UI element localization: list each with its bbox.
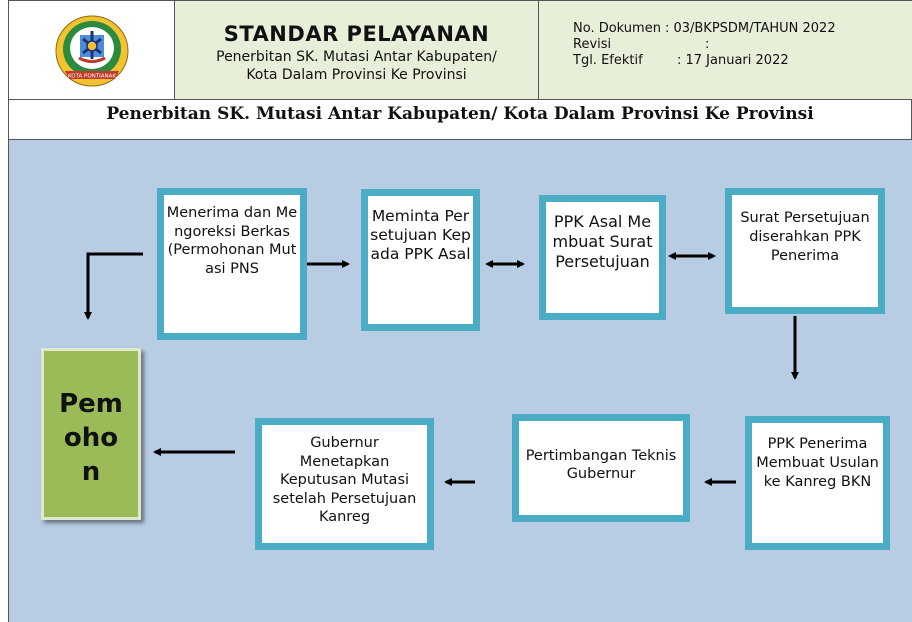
applicant-box: Pemohon xyxy=(41,348,141,520)
revisi-row: Revisi : xyxy=(573,37,912,53)
step-governor-technical-review-text: Pertimbangan Teknis Gubernur xyxy=(525,448,677,482)
document-subtitle: Penerbitan SK. Mutasi Antar Kabupaten/ K… xyxy=(175,48,538,84)
step-governor-technical-review: Pertimbangan Teknis Gubernur xyxy=(512,414,690,522)
title-cell: STANDAR PELAYANAN Penerbitan SK. Mutasi … xyxy=(175,1,539,99)
section-title: Penerbitan SK. Mutasi Antar Kabupaten/ K… xyxy=(8,100,912,140)
logo-cell: KOTA PONTIANAK xyxy=(9,1,175,99)
subtitle-line-1: Penerbitan SK. Mutasi Antar Kabupaten/ xyxy=(216,49,497,65)
step-origin-ppk-approval: PPK Asal Membuat Surat Persetujuan xyxy=(539,195,666,320)
logo-ribbon-text: KOTA PONTIANAK xyxy=(68,74,116,80)
document-title: STANDAR PELAYANAN xyxy=(223,22,490,46)
step-request-approval-text: Meminta Persetujuan Kepada PPK Asal xyxy=(370,207,471,263)
effective-date-value: : 17 Januari 2022 xyxy=(677,53,789,68)
arrow-step1-to-applicant xyxy=(84,252,143,320)
document-header: KOTA PONTIANAK STANDAR PELAYANAN Penerbi… xyxy=(8,0,912,100)
step-receive-documents: Menerima dan Mengoreksi Berkas (Permohon… xyxy=(157,188,307,340)
doc-number-row: No. Dokumen : 03/BKPSDM/TAHUN 2022 xyxy=(573,21,912,37)
step-governor-decree-text: Gubernur Menetapkan Keputusan Mutasi set… xyxy=(272,435,417,525)
kota-pontianak-logo: KOTA PONTIANAK xyxy=(55,15,129,87)
effective-date-label: Tgl. Efektif xyxy=(573,53,643,68)
doc-number-value: : 03/BKPSDM/TAHUN 2022 xyxy=(664,21,836,36)
document-info-cell: No. Dokumen : 03/BKPSDM/TAHUN 2022 Revis… xyxy=(539,1,912,99)
step-origin-ppk-approval-text: PPK Asal Membuat Surat Persetujuan xyxy=(552,212,653,271)
step-request-approval: Meminta Persetujuan Kepada PPK Asal xyxy=(361,189,480,331)
flow-diagram: Menerima dan Mengoreksi Berkas (Permohon… xyxy=(8,140,912,622)
step-receiving-ppk-proposal-text: PPK Penerima Membuat Usulan ke Kanreg BK… xyxy=(756,436,879,490)
step-governor-decree: Gubernur Menetapkan Keputusan Mutasi set… xyxy=(255,418,434,550)
revisi-label: Revisi xyxy=(573,37,612,52)
step-receiving-ppk-proposal: PPK Penerima Membuat Usulan ke Kanreg BK… xyxy=(745,416,890,550)
applicant-label: Pemohon xyxy=(59,389,123,487)
doc-number-label: No. Dokumen xyxy=(573,21,661,36)
subtitle-line-2: Kota Dalam Provinsi Ke Provinsi xyxy=(246,67,467,83)
effective-date-row: Tgl. Efektif : 17 Januari 2022 xyxy=(573,53,912,69)
revisi-value: : xyxy=(705,37,710,52)
document-info: No. Dokumen : 03/BKPSDM/TAHUN 2022 Revis… xyxy=(573,21,912,69)
step-handover-to-receiving-ppk: Surat Persetujuan diserahkan PPK Penerim… xyxy=(725,188,885,314)
flow-arrows xyxy=(84,252,799,486)
step-receive-documents-text: Menerima dan Mengoreksi Berkas (Permohon… xyxy=(166,205,298,277)
step-handover-text: Surat Persetujuan diserahkan PPK Penerim… xyxy=(740,210,870,264)
